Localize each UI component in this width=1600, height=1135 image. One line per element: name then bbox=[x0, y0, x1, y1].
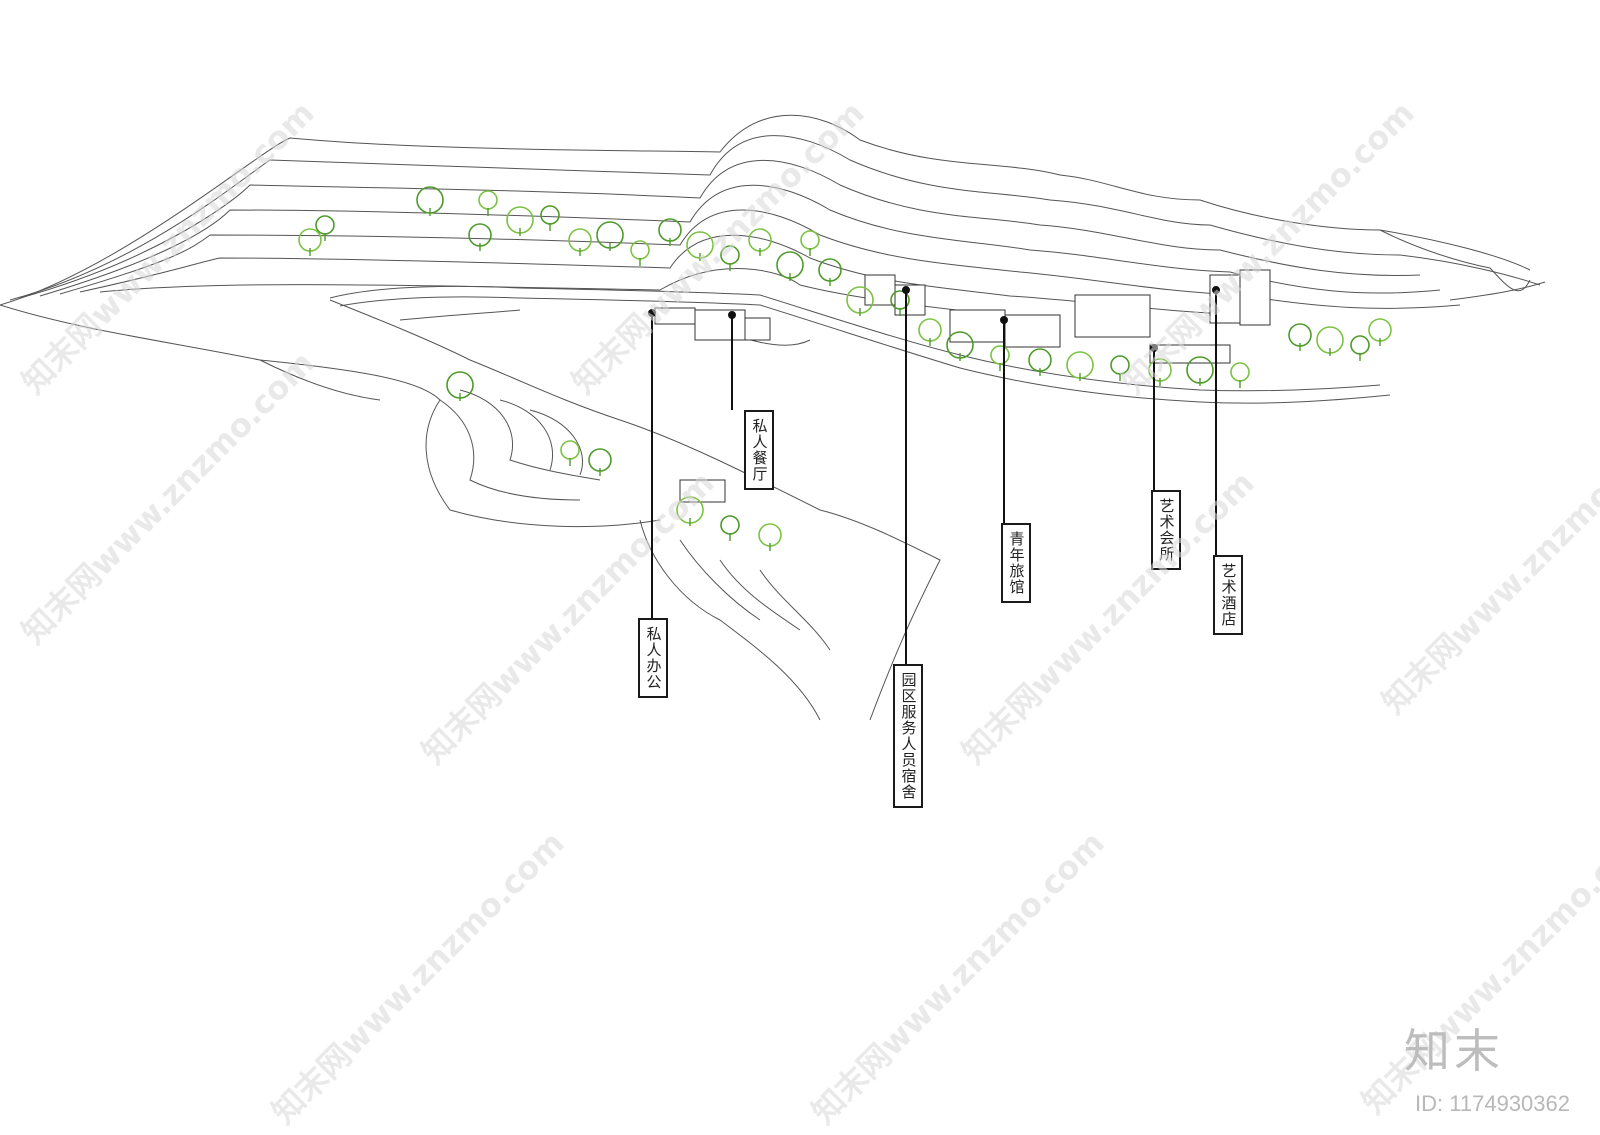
tree-icon bbox=[918, 318, 942, 346]
tree-icon bbox=[568, 228, 592, 256]
tree-icon bbox=[890, 290, 910, 316]
label-youth-hostel: 青年旅馆 bbox=[1001, 523, 1031, 603]
building-dormitory-a bbox=[864, 274, 896, 306]
tree-icon bbox=[686, 231, 714, 261]
tree-icon bbox=[588, 448, 612, 476]
tree-icon bbox=[758, 523, 782, 551]
tree-icon bbox=[506, 206, 534, 236]
tree-icon bbox=[1186, 356, 1214, 386]
tree-icon bbox=[1350, 335, 1370, 361]
buildings bbox=[654, 269, 1271, 503]
building-art-club bbox=[1074, 294, 1151, 338]
tree-icon bbox=[800, 230, 820, 256]
contour-lines-lower bbox=[0, 299, 941, 721]
tree-icon bbox=[720, 245, 740, 271]
tree-icon bbox=[1110, 355, 1130, 381]
tree-icon bbox=[540, 205, 560, 231]
tree-icon bbox=[596, 221, 624, 251]
tree-canopy-layer bbox=[298, 186, 1392, 551]
building-art-hotel-a bbox=[1209, 274, 1241, 324]
leader-art-club-dot bbox=[1150, 344, 1158, 352]
tree-icon bbox=[720, 515, 740, 541]
leader-private-restaurant-dot bbox=[728, 311, 736, 319]
tree-icon bbox=[946, 331, 974, 361]
tree-icon bbox=[1066, 351, 1094, 381]
tree-icon bbox=[1368, 318, 1392, 346]
building-hostel-b bbox=[1004, 314, 1061, 348]
tree-icon bbox=[1288, 323, 1312, 351]
tree-icon bbox=[676, 496, 704, 526]
leader-youth-hostel-dot bbox=[1000, 316, 1008, 324]
building-art-club-low bbox=[1149, 344, 1231, 364]
building-hostel-a bbox=[949, 309, 1006, 343]
tree-icon bbox=[298, 228, 322, 256]
label-art-hotel: 艺术酒店 bbox=[1213, 555, 1243, 635]
tree-icon bbox=[468, 223, 492, 251]
leader-staff-dormitory-dot bbox=[902, 286, 910, 294]
brand-logo: 知末 bbox=[1404, 1024, 1504, 1078]
leader-art-hotel-dot bbox=[1212, 286, 1220, 294]
tree-icon bbox=[315, 215, 335, 241]
tree-icon bbox=[1316, 326, 1344, 356]
label-private-office: 私人办公 bbox=[638, 618, 668, 698]
leader-private-office-dot bbox=[648, 309, 656, 317]
tree-icon bbox=[748, 228, 772, 256]
tree-icon bbox=[1148, 358, 1172, 386]
tree-icon bbox=[1028, 348, 1052, 376]
label-staff-dormitory: 园区服务人员宿舍 bbox=[893, 664, 923, 808]
tree-icon bbox=[658, 218, 682, 246]
tree-icon bbox=[416, 186, 444, 216]
tree-icon bbox=[776, 251, 804, 281]
tree-icon bbox=[446, 371, 474, 401]
building-art-hotel-b bbox=[1239, 269, 1271, 326]
tree-icon bbox=[630, 240, 650, 266]
tree-icon bbox=[478, 190, 498, 216]
leader-lines bbox=[648, 286, 1220, 664]
contour-lines-upper bbox=[0, 114, 1546, 316]
building-private-office bbox=[654, 307, 696, 325]
label-private-restaurant: 私人餐厅 bbox=[744, 410, 774, 490]
tree-icon bbox=[560, 440, 580, 466]
building-restaurant-annex bbox=[744, 317, 771, 341]
tree-icon bbox=[818, 258, 842, 286]
tree-icon bbox=[846, 286, 874, 316]
building-slope-house bbox=[679, 479, 726, 503]
image-id-text: ID: 1174930362 bbox=[1415, 1091, 1570, 1116]
tree-icon bbox=[1230, 362, 1250, 388]
label-art-club: 艺术会所 bbox=[1151, 490, 1181, 570]
tree-icon bbox=[990, 345, 1010, 371]
building-private-restaurant bbox=[694, 309, 746, 341]
